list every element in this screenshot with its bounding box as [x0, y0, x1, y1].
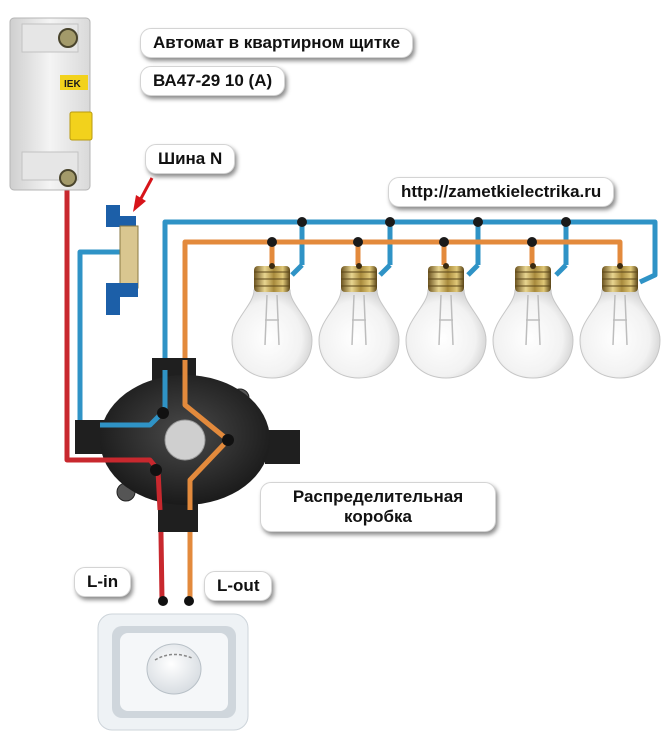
lamp-3	[405, 263, 487, 379]
breaker-model-label: ВА47-29 10 (А)	[140, 66, 286, 96]
socket-thread	[341, 271, 377, 287]
top-terminal-screw	[58, 28, 78, 48]
bulb-filament	[525, 294, 541, 346]
lamp-5	[579, 263, 661, 379]
website-label: http://zametkielectrika.ru	[388, 177, 615, 207]
bulb-glass	[405, 289, 487, 379]
bulb-glass	[318, 289, 400, 379]
bottom-terminal-screw	[59, 169, 77, 187]
neutral-bus-bar	[106, 205, 139, 315]
bulb-glass	[231, 289, 313, 379]
breaker-caption-label: Автомат в квартирном щитке	[140, 28, 414, 58]
socket-contact	[443, 263, 449, 269]
bulb-filament	[264, 294, 280, 346]
junction-box-center-cap	[164, 419, 206, 461]
breaker-handle	[69, 111, 93, 141]
circuit-breaker: IEK	[9, 17, 93, 191]
lamp-2	[318, 263, 400, 379]
pointer-arrow-icon	[133, 177, 154, 212]
socket-thread	[515, 271, 551, 287]
socket-thread	[428, 271, 464, 287]
socket-thread	[602, 271, 638, 287]
socket-contact	[356, 263, 362, 269]
socket-contact	[617, 263, 623, 269]
junction-box-label-line1: Распределительная	[292, 487, 464, 506]
junction-box-label-line2: коробка	[344, 507, 412, 526]
breaker-brand: IEK	[64, 79, 81, 90]
lamp-4	[492, 263, 574, 379]
bulb-filament	[351, 294, 367, 346]
lamp-1	[231, 263, 313, 379]
socket-contact	[530, 263, 536, 269]
socket-thread	[254, 271, 290, 287]
dimmer-scale-icon	[154, 653, 193, 661]
neutral-bus-label: Шина N	[145, 144, 236, 174]
lamps-group	[231, 263, 661, 379]
bulb-glass	[579, 289, 661, 379]
line-in-label: L-in	[74, 567, 132, 597]
bulb-filament	[612, 294, 628, 346]
dimmer-terminals	[158, 596, 194, 606]
wire-junctions	[267, 217, 571, 247]
rotary-dimmer	[97, 613, 249, 731]
dimmer-knob[interactable]	[146, 643, 202, 695]
line-out-label: L-out	[204, 571, 273, 601]
socket-contact	[269, 263, 275, 269]
bulb-filament	[438, 294, 454, 346]
bulb-glass	[492, 289, 574, 379]
junction-box	[75, 358, 300, 532]
junction-box-label: Распределительная коробка	[260, 482, 496, 532]
